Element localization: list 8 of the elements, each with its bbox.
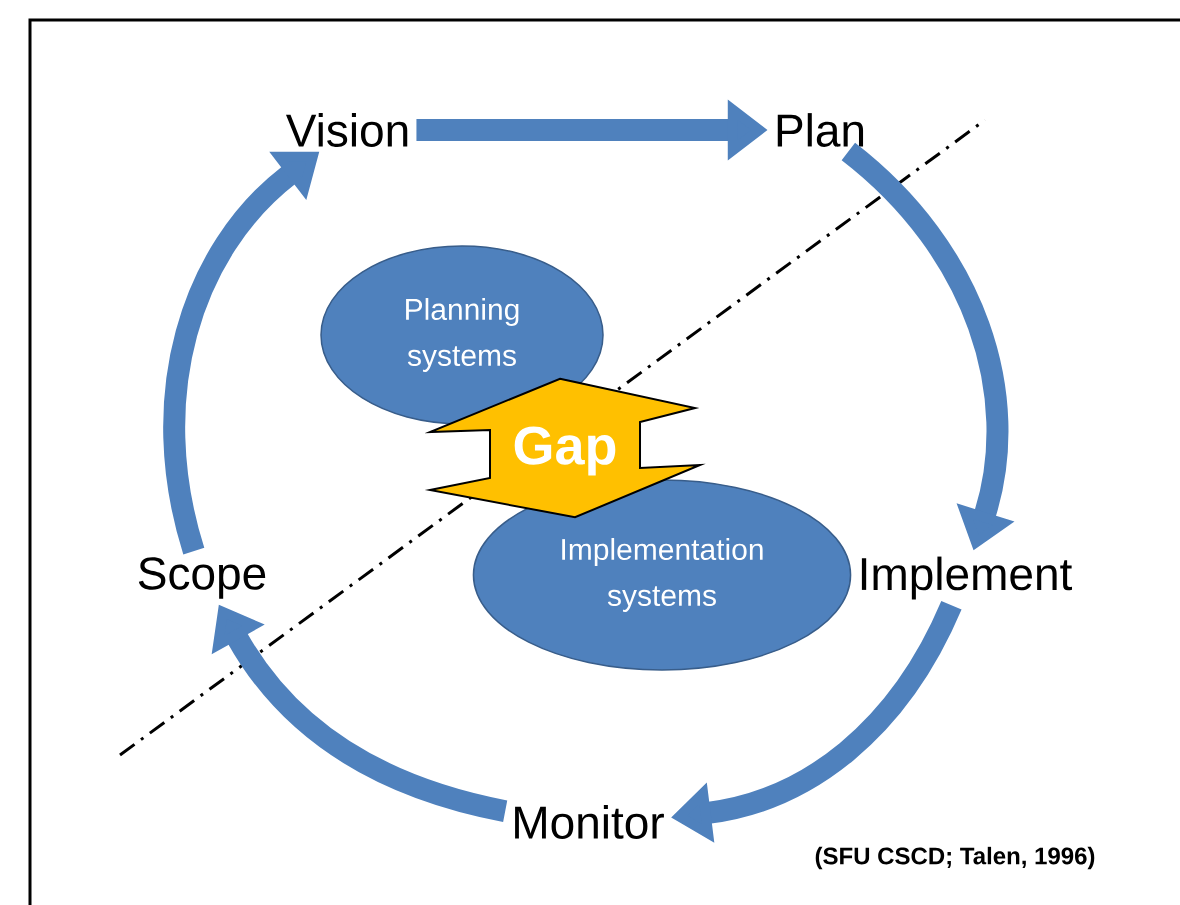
stage-label: Monitor — [515, 805, 664, 839]
edge-label: Gap — [514, 426, 616, 476]
stage-label: Vision — [286, 113, 408, 147]
gap-double-arrow — [424, 377, 706, 519]
citation: (SFU CSCD; Talen, 1996) — [815, 846, 1095, 870]
stage-label: Implement — [861, 556, 1072, 600]
stage-label: Scope — [138, 557, 266, 599]
stage-label: Plan — [777, 113, 864, 147]
